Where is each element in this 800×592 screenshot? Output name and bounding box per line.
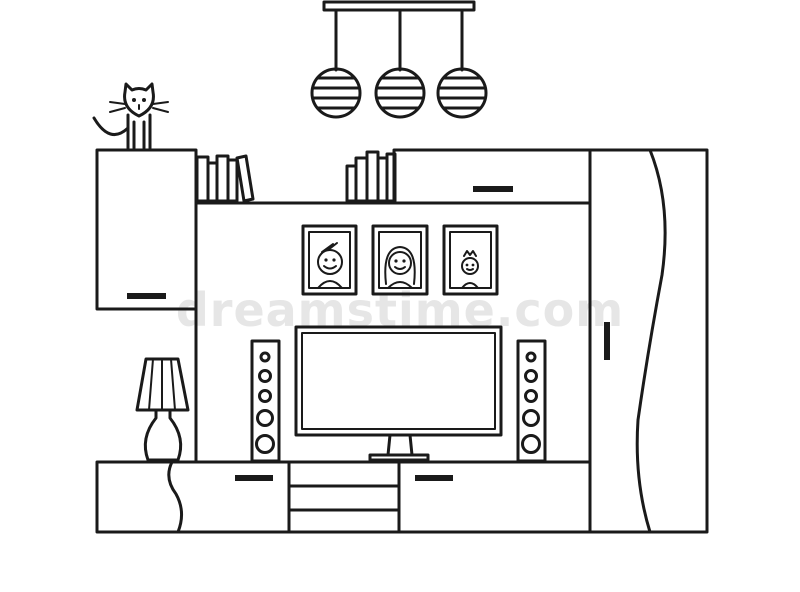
speaker-left [250, 339, 281, 463]
lamp-globe-center [374, 67, 426, 119]
upper-right-cabinet [392, 148, 592, 205]
cabinet-handle [473, 186, 513, 192]
upper-left-cabinet [95, 148, 198, 311]
table-lamp [135, 357, 190, 462]
lamp-globe-right [436, 67, 488, 119]
drawer-handle [235, 475, 273, 481]
tv-cabinet [95, 460, 592, 534]
drawer-handle [415, 475, 453, 481]
lamp-cord [167, 460, 183, 534]
lamp-globe-left [310, 67, 362, 119]
cabinet-handle [127, 293, 166, 299]
cat-figure [92, 82, 169, 150]
picture-frame-boy [301, 224, 358, 296]
speaker-right [516, 339, 547, 463]
wardrobe [588, 148, 709, 534]
television [294, 325, 503, 462]
wardrobe-handle [604, 322, 610, 360]
picture-frame-baby [442, 224, 499, 296]
books-left [195, 154, 255, 203]
picture-frame-girl [371, 224, 429, 296]
ceiling-lamp [310, 0, 488, 119]
books-right [345, 150, 397, 203]
